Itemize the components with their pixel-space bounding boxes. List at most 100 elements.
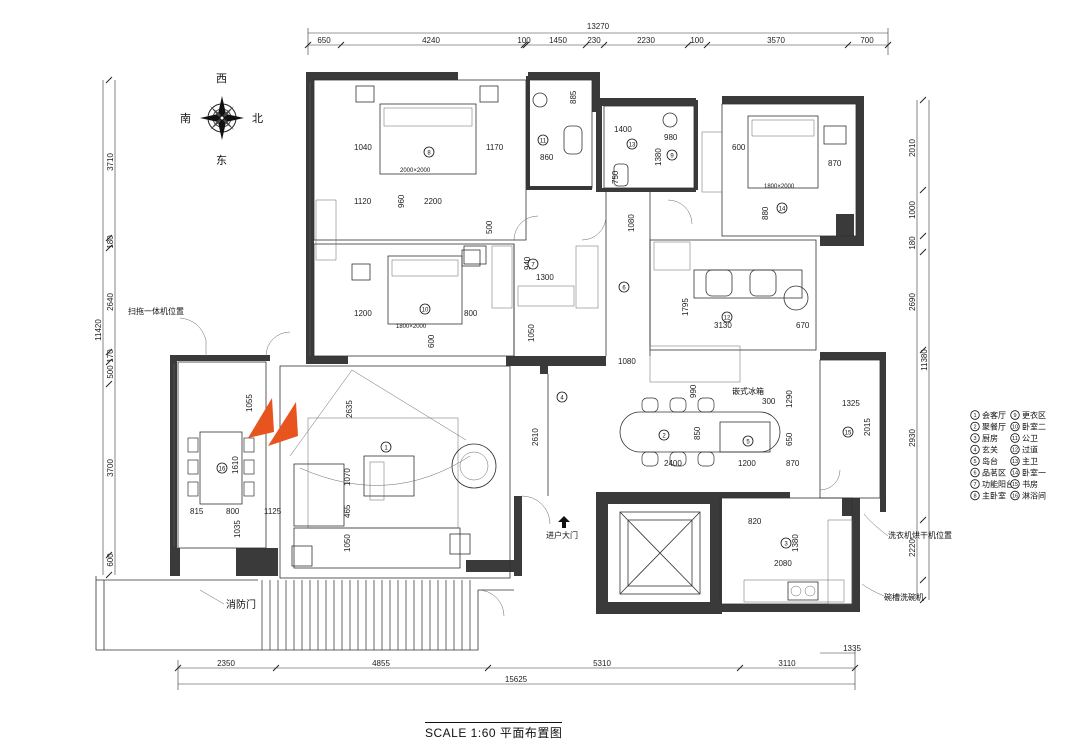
inner-dim: 500 (485, 220, 494, 234)
legend-number: 11 (1012, 436, 1018, 442)
legend-label: 主卫 (1022, 456, 1038, 466)
inner-dim: 1300 (536, 273, 554, 282)
dim-bottom: 1335 (843, 644, 861, 653)
inner-dim: 1125 (264, 507, 282, 516)
bar-stool (669, 451, 687, 467)
bar-stool (669, 397, 687, 413)
legend-number: 2 (973, 425, 976, 431)
dim-top: 1450 (549, 36, 567, 45)
furniture (187, 85, 847, 617)
inner-dim: 670 (796, 321, 810, 330)
inner-dim: 1040 (354, 143, 372, 152)
inner-dim: 465 (343, 504, 352, 518)
dining-table (199, 431, 243, 505)
bedroom-one-bed (747, 115, 819, 189)
legend-number: 13 (1012, 459, 1018, 465)
bar-stool (697, 397, 715, 413)
room-number-marker: 7 (527, 258, 539, 270)
compass-east: 东 (216, 154, 227, 167)
legend-item: 13 主卫 (1010, 456, 1038, 466)
inner-dim: 990 (689, 384, 698, 398)
inner-dim: 2200 (424, 197, 442, 206)
dining-chair (243, 481, 255, 497)
bar-stool (641, 397, 659, 413)
dim-bottom-total: 15625 (505, 675, 528, 684)
dim-left: 170 (106, 349, 115, 363)
room-number-marker: 12 (721, 311, 733, 323)
annotation-sink: 碗槽洗碗机 (884, 592, 924, 602)
room-number-marker: 6 (618, 281, 630, 293)
inner-dim: 870 (828, 159, 842, 168)
dining-chair (187, 459, 199, 475)
legend-label: 书房 (1022, 479, 1038, 489)
lounge-chair (451, 443, 497, 489)
inner-dimensions: 1040 1170 860 1400 980 1380 750 600 870 … (190, 90, 872, 568)
room-number: 15 (845, 431, 852, 437)
dim-bottom: 2350 (217, 659, 235, 668)
dim-top: 700 (860, 36, 874, 45)
inner-dim: 880 (761, 206, 770, 220)
dining-chair (187, 437, 199, 453)
dim-top: 100 (517, 36, 531, 45)
inner-dim: 1200 (354, 309, 372, 318)
inner-dim: 815 (190, 507, 204, 516)
legend-label: 玄关 (982, 445, 998, 455)
legend-item: 11 公卫 (1010, 433, 1038, 443)
legend-number: 12 (1012, 448, 1018, 454)
legend-number: 9 (1013, 413, 1016, 419)
dim-total-top: 13270 (587, 22, 610, 31)
legend-label: 岛台 (982, 456, 998, 466)
legend-label: 卧室一 (1022, 468, 1046, 478)
inner-dim: 1070 (343, 468, 352, 486)
dining-chair (187, 481, 199, 497)
room-number-marker: 13 (626, 138, 638, 150)
room-number: 8 (427, 151, 431, 157)
room-number-marker: 11 (537, 134, 549, 146)
inner-dim: 1050 (343, 534, 352, 552)
view-marker (268, 402, 298, 446)
legend-number: 16 (1012, 494, 1018, 500)
dim-right: 2220 (908, 539, 917, 557)
bottom-dimensions: 2350 4855 5310 3110 15625 1335 (174, 644, 861, 690)
bar-stool (641, 451, 659, 467)
scale-title: SCALE 1:60 平面布置图 (425, 722, 563, 741)
second-bed (387, 255, 463, 325)
room-number: 10 (422, 308, 429, 314)
bed-size-label: 1800×2000 (764, 184, 795, 190)
inner-dim: 1380 (654, 148, 663, 166)
legend-label: 卧室二 (1022, 422, 1046, 432)
room-number: 9 (670, 154, 674, 160)
bar-stool (697, 451, 715, 467)
inner-dim: 300 (762, 397, 776, 406)
legend-number: 1 (973, 413, 976, 419)
inner-dim: 850 (693, 426, 702, 440)
inner-dim: 860 (540, 153, 554, 162)
room-number: 2 (662, 434, 666, 440)
dim-top: 650 (317, 36, 331, 45)
inner-dim: 1055 (245, 394, 254, 412)
annotation-robot-vacuum: 扫拖一体机位置 (128, 306, 184, 316)
elevator (619, 511, 701, 595)
annotation-entrance: 进户大门 (546, 530, 578, 540)
inner-dim: 1795 (681, 298, 690, 316)
room-number: 7 (531, 263, 535, 269)
legend-label: 会客厅 (982, 410, 1006, 420)
inner-dim: 2015 (863, 418, 872, 436)
compass-north: 北 (252, 112, 263, 125)
room-number-marker: 5 (742, 435, 754, 447)
dim-right: 2930 (908, 429, 917, 447)
annotation-fire-door: 消防门 (226, 598, 256, 611)
legend-item: 1 会客厅 (970, 410, 1006, 420)
room-number: 6 (622, 286, 626, 292)
legend-label: 公卫 (1022, 434, 1038, 443)
dim-left: 600 (106, 553, 115, 567)
annotation-washer: 洗衣机烘干机位置 (888, 530, 952, 540)
